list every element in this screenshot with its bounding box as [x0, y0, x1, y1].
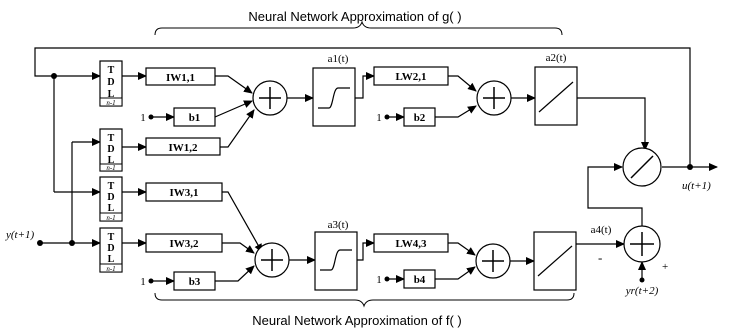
svg-text:1: 1	[140, 112, 146, 124]
weight-block-lw21: LW2,1	[373, 66, 449, 86]
summing-junction-4	[475, 243, 511, 279]
weight-block-lw43: LW4,3	[373, 233, 449, 253]
signal-label-a1: a1(t)	[328, 53, 349, 65]
output-label: u(t+1)	[682, 180, 711, 192]
signal-label-a2: a2(t)	[546, 52, 567, 64]
svg-text:LW2,1: LW2,1	[395, 71, 426, 83]
brace-top	[154, 20, 563, 36]
svg-text:D: D	[107, 243, 114, 254]
summing-junction-5	[623, 225, 661, 263]
svg-text:L: L	[108, 155, 115, 166]
svg-text:n-1: n-1	[106, 164, 115, 172]
reference-label: yr(t+2)	[625, 285, 659, 297]
summing-junction-2	[476, 80, 512, 116]
svg-text:T: T	[108, 232, 115, 243]
svg-text:LW4,3: LW4,3	[395, 238, 427, 250]
svg-text:n-1: n-1	[106, 99, 115, 107]
sigmoid-transfer-3	[314, 231, 358, 291]
svg-text:1: 1	[140, 276, 146, 288]
svg-text:b1: b1	[189, 112, 201, 124]
svg-text:1: 1	[376, 274, 382, 286]
weight-block-iw32: IW3,2	[145, 233, 223, 253]
plus-sign: +	[662, 261, 668, 273]
svg-text:T: T	[108, 181, 115, 192]
tdl-block-4: T D L n-1	[99, 227, 123, 273]
tdl-block-3: T D L n-1	[99, 176, 123, 222]
svg-text:D: D	[107, 144, 114, 155]
tdl-block-1: T D L n-1	[99, 60, 123, 107]
bias-block-b1: 1 b1	[140, 107, 216, 127]
linear-transfer-4	[533, 231, 577, 291]
signal-label-a3: a3(t)	[328, 219, 349, 231]
svg-text:L: L	[108, 254, 115, 265]
summing-junction-1	[252, 80, 288, 116]
input-label: y(t+1)	[5, 229, 35, 241]
svg-text:D: D	[107, 192, 114, 203]
svg-text:T: T	[108, 65, 115, 76]
svg-text:b4: b4	[414, 274, 426, 286]
bias-block-b2: 1 b2	[376, 107, 436, 127]
svg-text:n-1: n-1	[106, 214, 115, 222]
title-top: Neural Network Approximation of g( )	[248, 9, 461, 24]
brace-bottom	[154, 292, 575, 308]
tdl-block-2: T D L n-1	[99, 128, 123, 172]
svg-text:IW3,1: IW3,1	[169, 187, 198, 199]
weight-block-iw11: IW1,1	[145, 67, 216, 86]
svg-text:b3: b3	[189, 276, 201, 288]
svg-text:D: D	[107, 77, 114, 88]
weight-block-iw31: IW3,1	[145, 182, 223, 202]
svg-text:b2: b2	[414, 112, 426, 124]
svg-text:IW1,2: IW1,2	[168, 142, 198, 154]
svg-text:IW3,2: IW3,2	[169, 238, 199, 250]
linear-transfer-2	[534, 66, 578, 126]
weight-block-iw12: IW1,2	[145, 137, 221, 156]
divider-junction	[622, 147, 662, 187]
signal-label-a4: a4(t)	[591, 224, 612, 236]
svg-text:L: L	[108, 203, 115, 214]
title-bottom: Neural Network Approximation of f( )	[252, 313, 462, 328]
svg-text:L: L	[108, 89, 115, 100]
svg-text:IW1,1: IW1,1	[166, 72, 195, 84]
svg-text:1: 1	[376, 112, 382, 124]
sigmoid-transfer-1	[312, 67, 356, 127]
svg-text:n-1: n-1	[106, 265, 115, 273]
junction-dots	[37, 73, 693, 284]
bias-block-b4: 1 b4	[376, 269, 436, 289]
svg-text:T: T	[108, 133, 115, 144]
minus-sign: -	[598, 250, 602, 265]
bias-block-b3: 1 b3	[140, 271, 216, 291]
summing-junction-3	[254, 242, 290, 278]
